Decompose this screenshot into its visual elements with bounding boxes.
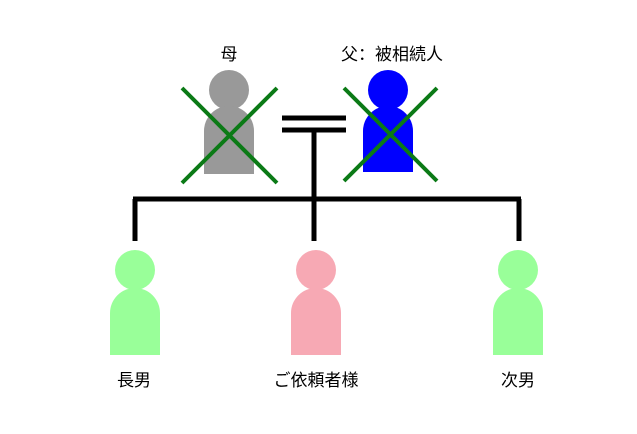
father-cross-mark-icon: [342, 86, 439, 183]
client-person-icon: [291, 250, 341, 355]
second-son-label: 次男: [501, 371, 535, 391]
connector-lines: [132, 115, 522, 241]
father-label: 父：被相続人: [341, 45, 443, 65]
eldest-son-person-icon: [110, 250, 160, 355]
mother-person-icon: [204, 70, 254, 174]
second-son-person-icon: [493, 250, 543, 355]
mother-label: 母: [220, 45, 238, 65]
eldest-son-label: 長男: [117, 371, 151, 391]
client-label: ご依頼者様: [273, 371, 359, 391]
mother-cross-mark-icon: [180, 86, 279, 185]
